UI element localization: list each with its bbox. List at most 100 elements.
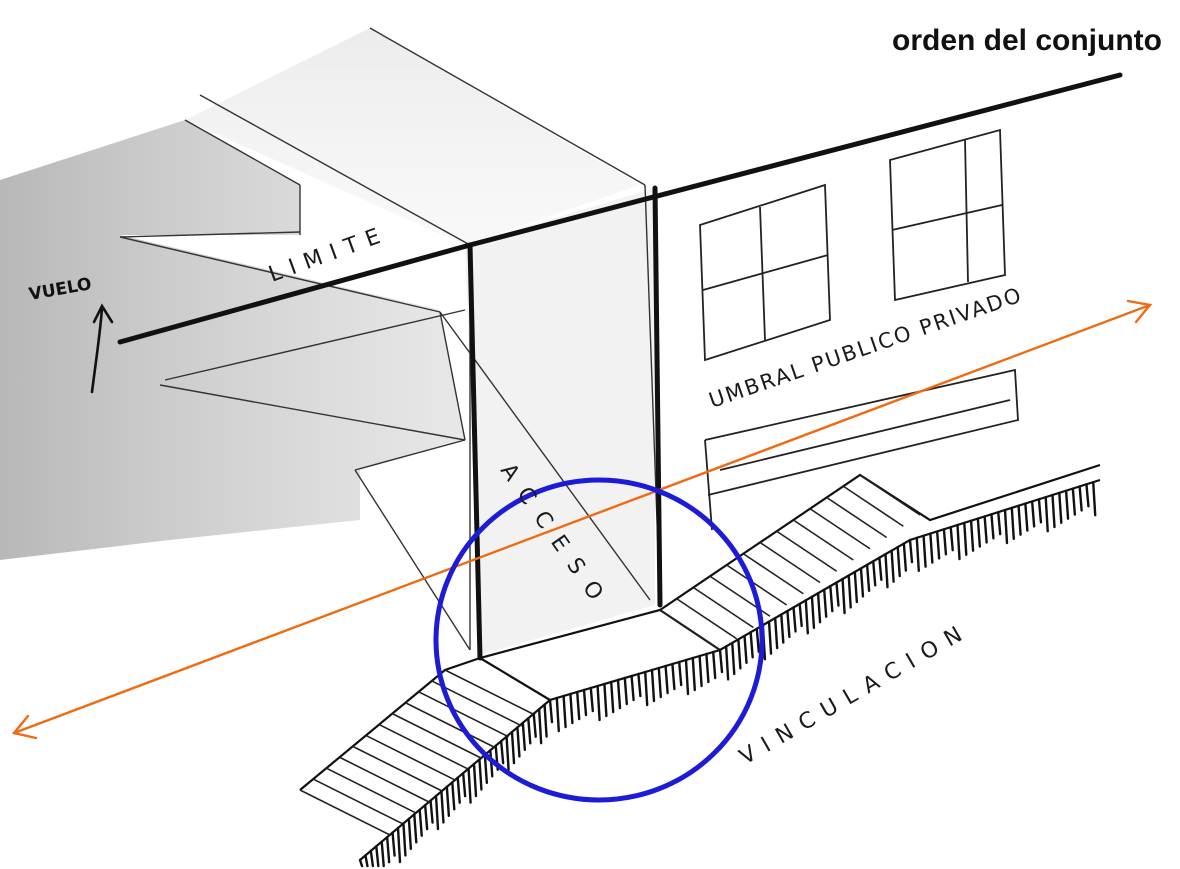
grass-stroke bbox=[835, 581, 840, 607]
highlight-circle bbox=[433, 477, 765, 803]
grass-stroke bbox=[816, 592, 822, 624]
grass-stroke bbox=[385, 835, 391, 864]
grass-hatch bbox=[358, 480, 1097, 868]
grass-stroke bbox=[1085, 483, 1090, 508]
label-umbral: UMBRAL PUBLICO PRIVADO bbox=[706, 283, 1026, 413]
window-group bbox=[699, 128, 1019, 531]
grass-stroke bbox=[1030, 500, 1036, 528]
stair-tread bbox=[378, 723, 470, 771]
window-upper-right bbox=[889, 128, 1006, 302]
grass-stroke bbox=[413, 813, 418, 844]
grass-stroke bbox=[949, 525, 954, 552]
grass-stroke bbox=[804, 599, 810, 635]
grass-stroke bbox=[705, 652, 710, 684]
grass-stroke bbox=[369, 849, 375, 868]
grass-stroke bbox=[671, 662, 676, 691]
grass-stroke bbox=[358, 858, 364, 868]
stair-tread bbox=[692, 586, 754, 629]
grass-stroke bbox=[562, 694, 567, 729]
grass-stroke bbox=[731, 641, 736, 676]
title: orden del conjunto bbox=[892, 24, 1162, 57]
shaded-volume-left bbox=[0, 120, 465, 560]
stair-tread bbox=[405, 702, 496, 749]
grass-stroke bbox=[872, 560, 877, 587]
grass-stroke bbox=[859, 567, 865, 598]
stair-tread bbox=[444, 669, 536, 716]
grass-stroke bbox=[596, 684, 601, 722]
grass-stroke bbox=[865, 563, 871, 593]
grass-stroke bbox=[623, 676, 628, 706]
grass-stroke bbox=[1024, 502, 1029, 532]
grass-stroke bbox=[935, 530, 941, 560]
grass-stroke bbox=[922, 534, 927, 568]
stair-tread bbox=[792, 519, 854, 561]
stair-tread bbox=[365, 734, 457, 782]
grass-stroke bbox=[1064, 489, 1070, 520]
grass-stroke bbox=[1010, 506, 1015, 541]
grass-stroke bbox=[678, 660, 683, 687]
grass-stroke bbox=[786, 609, 791, 639]
grass-stroke bbox=[691, 656, 696, 692]
grass-stroke bbox=[664, 664, 669, 695]
grass-stroke bbox=[755, 627, 760, 653]
stair-tread bbox=[659, 609, 721, 651]
grass-stroke bbox=[724, 645, 730, 681]
grass-stroke bbox=[548, 698, 554, 724]
label-vinculacion: VINCULACION bbox=[736, 617, 976, 770]
grass-stroke bbox=[380, 840, 385, 868]
grass-stroke bbox=[847, 574, 852, 609]
grass-stroke bbox=[902, 542, 908, 572]
grass-stroke bbox=[478, 758, 483, 791]
stair-tread bbox=[826, 496, 888, 539]
grass-stroke bbox=[510, 730, 516, 765]
grass-stroke bbox=[773, 616, 779, 650]
grass-stroke bbox=[505, 735, 510, 771]
grass-stroke bbox=[698, 654, 703, 688]
path-edge bbox=[479, 657, 551, 701]
grass-stroke bbox=[375, 845, 380, 868]
stair-tread bbox=[418, 691, 509, 738]
grass-stroke bbox=[616, 678, 622, 710]
grass-stroke bbox=[976, 517, 982, 548]
grass-stroke bbox=[983, 515, 988, 544]
grass-stroke bbox=[718, 648, 724, 674]
grass-stroke bbox=[749, 631, 754, 659]
stair-tread bbox=[299, 789, 391, 836]
grass-stroke bbox=[589, 686, 594, 713]
grass-stroke bbox=[402, 822, 407, 857]
grass-stroke bbox=[956, 523, 961, 561]
column-left bbox=[467, 242, 483, 661]
grass-stroke bbox=[798, 602, 803, 628]
grass-stroke bbox=[644, 670, 649, 707]
grass-stroke bbox=[1092, 480, 1097, 517]
stair-tread bbox=[312, 778, 404, 825]
grass-stroke bbox=[603, 682, 608, 718]
grass-stroke bbox=[451, 781, 456, 811]
grass-stroke bbox=[467, 767, 472, 804]
grass-stroke bbox=[1003, 508, 1009, 545]
grass-stroke bbox=[908, 538, 914, 564]
grass-stroke bbox=[429, 799, 434, 824]
grass-stroke bbox=[1017, 504, 1022, 536]
grass-stroke bbox=[915, 536, 920, 573]
grass-stroke bbox=[1051, 493, 1056, 529]
grass-stroke bbox=[499, 739, 505, 765]
grass-stroke bbox=[743, 634, 748, 665]
grass-stroke bbox=[521, 721, 527, 752]
grass-stroke bbox=[569, 692, 574, 725]
grass-stroke bbox=[810, 595, 816, 629]
structure-heavy-lines bbox=[117, 72, 1123, 661]
grass-stroke bbox=[929, 532, 934, 564]
stair-tread bbox=[776, 530, 838, 572]
grass-stroke bbox=[890, 549, 895, 583]
shaded-upper-wall bbox=[185, 28, 640, 245]
limite-beam bbox=[117, 242, 473, 345]
grass-stroke bbox=[532, 712, 537, 738]
window-upper-left bbox=[699, 183, 831, 362]
grass-stroke bbox=[483, 753, 489, 785]
grass-stroke bbox=[582, 688, 588, 717]
stair-tread bbox=[742, 553, 804, 595]
grass-stroke bbox=[396, 826, 402, 864]
